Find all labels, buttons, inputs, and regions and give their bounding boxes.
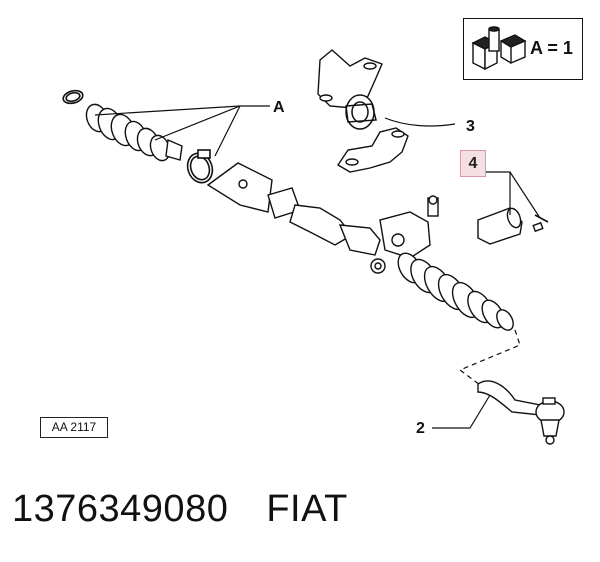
reference-code: AA 2117 [40, 417, 108, 438]
brand-name: FIAT [266, 488, 348, 530]
callout-4-highlight: 4 [460, 150, 486, 177]
tie-rod-end [477, 380, 565, 445]
quantity-box: A = 1 [463, 18, 583, 80]
small-clamp-ring [62, 89, 84, 105]
leader-lines [94, 105, 541, 429]
quantity-text: A = 1 [530, 38, 573, 58]
bellows-boot [85, 103, 183, 162]
parts-kit-icon [471, 26, 527, 71]
part-number: 1376349080 [12, 488, 229, 530]
pinion-valve-body [370, 195, 439, 274]
callout-3: 3 [466, 118, 475, 135]
callout-2: 2 [416, 420, 425, 437]
footer-caption: 1376349080 FIAT [12, 488, 348, 531]
mounting-bracket [317, 49, 409, 173]
hose-clamp [186, 149, 214, 184]
right-bellows [397, 252, 514, 331]
plug-and-bolt [477, 207, 549, 245]
steering-rack-exploded-diagram: A 3 2 [62, 49, 565, 445]
rubber-bushing [345, 94, 377, 130]
rack-housing [206, 162, 381, 256]
dashed-leader [458, 329, 521, 386]
callout-4: 4 [468, 155, 478, 172]
callout-a: A [273, 99, 285, 116]
